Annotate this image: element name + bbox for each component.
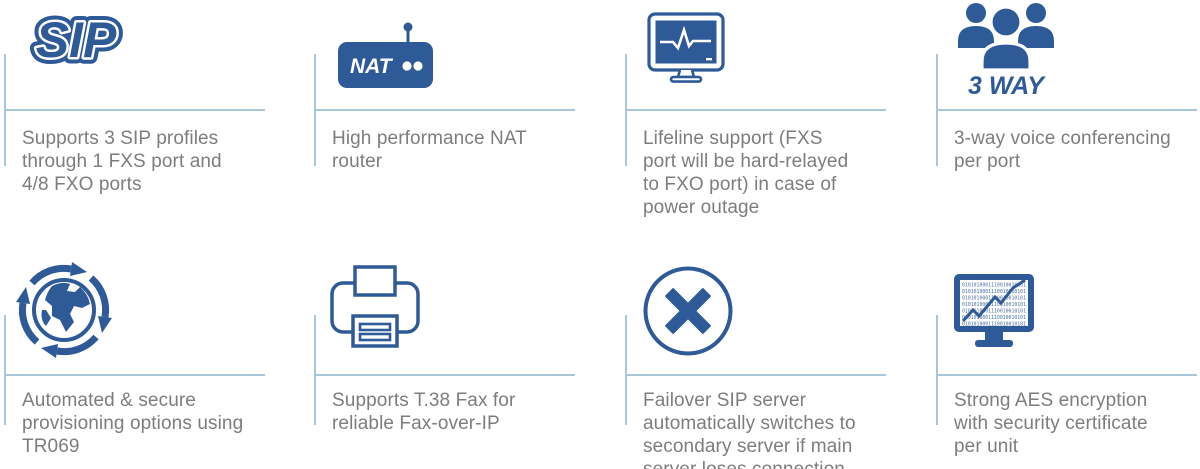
feature-card-encryption: 0101010001110010010101 01010100011100100… bbox=[936, 264, 1200, 469]
three-way-label-text: 3 WAY bbox=[968, 72, 1046, 98]
feature-text: Lifeline support (FXS port will be hard-… bbox=[643, 128, 849, 218]
vertical-accent-line bbox=[4, 315, 6, 425]
svg-text:0101010001110010010101: 0101010001110010010101 bbox=[962, 309, 1026, 315]
vertical-accent-line bbox=[625, 315, 627, 425]
globe-sync-icon bbox=[12, 258, 116, 362]
horizontal-divider-line bbox=[625, 374, 886, 376]
encryption-monitor-icon: 0101010001110010010101 01010100011100100… bbox=[954, 274, 1034, 347]
fax-printer-icon bbox=[330, 265, 420, 348]
feature-card-sip-profiles: SIP SIP Supports 3 SIP profiles through … bbox=[4, 0, 304, 232]
svg-text:0101010001110010010101: 0101010001110010010101 bbox=[962, 283, 1026, 289]
feature-card-lifeline: Lifeline support (FXS port will be hard-… bbox=[625, 0, 925, 232]
svg-text:0101010001110010010101: 0101010001110010010101 bbox=[962, 302, 1026, 308]
horizontal-divider-line bbox=[936, 374, 1197, 376]
sip-logo-outline-text: SIP bbox=[36, 12, 117, 68]
lifeline-monitor-icon bbox=[647, 12, 725, 83]
three-way-people-icon: 3 WAY bbox=[958, 3, 1054, 98]
svg-text:0101010001110010010101: 0101010001110010010101 bbox=[962, 322, 1026, 328]
horizontal-divider-line bbox=[314, 109, 575, 111]
sip-logo-text: SIP bbox=[36, 12, 117, 68]
vertical-accent-line bbox=[936, 315, 938, 425]
feature-card-failover: Failover SIP server automatically switch… bbox=[625, 264, 925, 469]
horizontal-divider-line bbox=[4, 109, 265, 111]
feature-text: Strong AES encryption with security cert… bbox=[954, 390, 1148, 457]
horizontal-divider-line bbox=[625, 109, 886, 111]
feature-text: Supports T.38 Fax for reliable Fax-over-… bbox=[332, 390, 516, 434]
feature-text: High performance NAT router bbox=[332, 128, 527, 172]
nat-label-text: NAT bbox=[350, 55, 394, 78]
feature-card-conferencing: 3 WAY 3-way voice conferencing per port bbox=[936, 0, 1200, 232]
svg-text:0101010001110010010101: 0101010001110010010101 bbox=[962, 289, 1026, 295]
sip-logo-icon: SIP SIP bbox=[29, 6, 123, 75]
feature-text: Automated & secure provisioning options … bbox=[22, 390, 244, 457]
horizontal-divider-line bbox=[4, 374, 265, 376]
binary-code-text: 0101010001110010010101 01010100011100100… bbox=[962, 283, 1026, 328]
vertical-accent-line bbox=[314, 315, 316, 425]
failover-x-circle-icon bbox=[643, 266, 733, 356]
svg-text:0101010001110010010101: 0101010001110010010101 bbox=[962, 315, 1026, 321]
feature-card-provisioning: Automated & secure provisioning options … bbox=[4, 264, 304, 469]
feature-card-t38-fax: Supports T.38 Fax for reliable Fax-over-… bbox=[314, 264, 614, 469]
horizontal-divider-line bbox=[314, 374, 575, 376]
feature-text: Supports 3 SIP profiles through 1 FXS po… bbox=[22, 128, 222, 195]
nat-router-icon: NAT bbox=[338, 22, 433, 88]
feature-text: Failover SIP server automatically switch… bbox=[643, 390, 856, 469]
feature-card-nat-router: NAT High performance NAT router bbox=[314, 0, 614, 232]
horizontal-divider-line bbox=[936, 109, 1197, 111]
feature-text: 3-way voice conferencing per port bbox=[954, 128, 1171, 172]
